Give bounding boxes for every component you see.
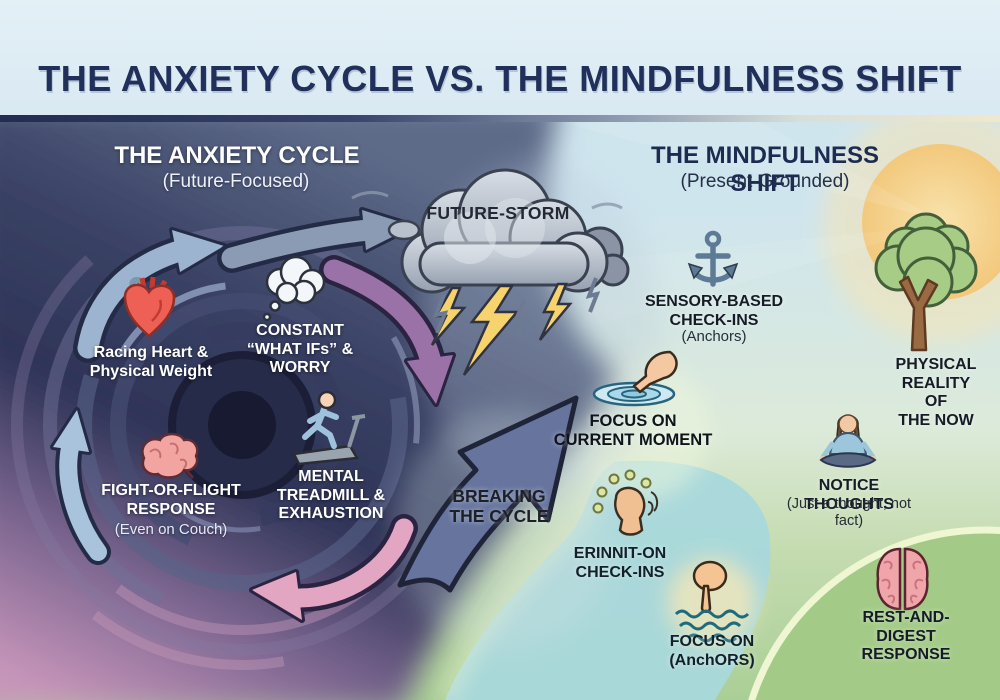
label-sensory-check-ins: SENSORY-BASED CHECK-INS [644,293,784,329]
cycle-arrow-right-purple [319,255,456,407]
label-focus-on-anchors: FOCUS ON (AnchORS) [669,633,755,669]
hand-ripple-icon [592,350,678,407]
label-physical-reality: PHYSICAL REALITY OF THE NOW [895,356,977,429]
anchor-icon [687,230,739,287]
mindfulness-section-heading: THE MINDFULNESS SHIFT [651,142,879,197]
label-future-storm: FUTURE-STORM [426,203,570,223]
brain-top-icon [876,547,929,611]
cycle-arrow-bottom-pink [249,514,418,623]
anatomical-heart-icon [123,276,176,338]
mindfulness-section-subheading: (Present-Grounded) [680,171,850,192]
label-fight-or-flight: FIGHT-OR-FLIGHT RESPONSE [101,482,241,518]
pointing-hand-water-icon [668,558,756,646]
sensory-head-icon [592,469,659,536]
label-notice-thoughts: NOTICE THOUGHTS [804,477,894,513]
green-hill [748,526,1000,700]
future-storm-cloud-icon [351,168,630,376]
treadmill-runner-icon [292,390,366,466]
title-banner: THE ANXIETY CYCLE VS. THE MINDFULNESS SH… [0,0,1000,122]
anxiety-section-subheading: (Future-Focused) [162,171,310,192]
label-focus-current-moment: FOCUS ON CURRENT MOMENT [553,412,713,450]
label-fight-or-flight-sub: (Even on Couch) [114,521,228,538]
label-mental-treadmill: MENTAL TREADMILL & EXHAUSTION [276,468,386,523]
anxiety-section-heading: THE ANXIETY CYCLE [114,142,360,169]
cycle-arrow-top-left [73,227,227,363]
label-notice-thoughts-sub: (Just a thought, not fact) [786,496,912,529]
page-title: THE ANXIETY CYCLE VS. THE MINDFULNESS SH… [38,58,962,99]
label-racing-heart: Racing Heart & Physical Weight [89,344,213,380]
breaking-cycle-arrow [397,395,579,593]
cycle-arrow-left-up [50,407,111,565]
label-constant-what-ifs: CONSTANT “WHAT IFs” & WORRY [246,322,354,377]
label-sensory-check-ins-sub: (Anchors) [681,328,747,345]
label-rest-and-digest: REST-AND-DIGEST RESPONSE [861,609,951,664]
tree-icon [874,212,978,352]
lightning-bolts-icon [430,277,601,376]
meditating-person-icon [819,414,877,468]
header-divider [0,115,1000,122]
label-erinnit-check-ins: ERINNIT-ON CHECK-INS [573,545,667,581]
brain-side-icon [141,432,199,479]
thought-cloud-icon [262,255,326,322]
label-breaking-the-cycle: BREAKING THE CYCLE [449,486,549,527]
